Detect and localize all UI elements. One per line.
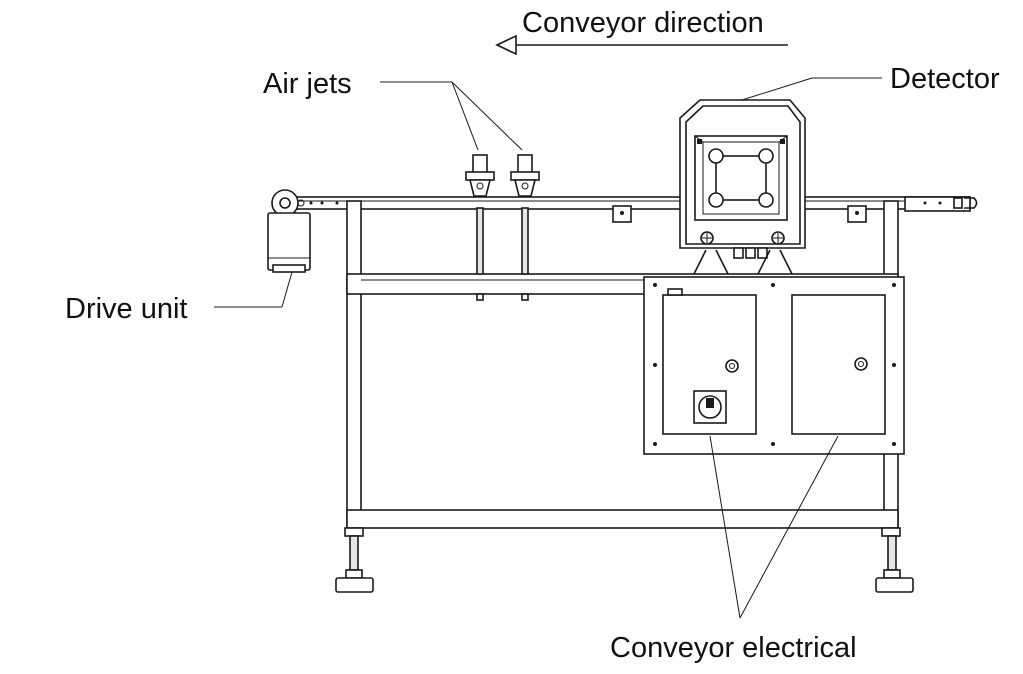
air-jets-label: Air jets: [263, 68, 352, 100]
detector-callout: Detector: [741, 63, 1000, 101]
air-jet-right: [510, 154, 540, 301]
conveyor-direction-label: Conveyor direction: [522, 7, 764, 39]
conveyor-electrical-callout: Conveyor electrical: [610, 435, 857, 664]
enclosure-right: [791, 294, 886, 435]
conveyor-electrical-label: Conveyor electrical: [610, 632, 857, 664]
air-jet-left: [465, 154, 495, 301]
conveyor-belt: [271, 189, 978, 223]
drive-unit-callout: Drive unit: [65, 271, 293, 325]
drive-unit-label: Drive unit: [65, 293, 188, 325]
detector-label: Detector: [890, 63, 1000, 95]
air-jets-callout: Air jets: [263, 68, 523, 151]
metal-detector: [679, 99, 806, 275]
conveyor-direction-group: Conveyor direction: [495, 7, 788, 56]
electrical-panel: [643, 276, 905, 455]
direction-arrow: [495, 34, 788, 56]
drive-unit-motor: [267, 212, 311, 273]
